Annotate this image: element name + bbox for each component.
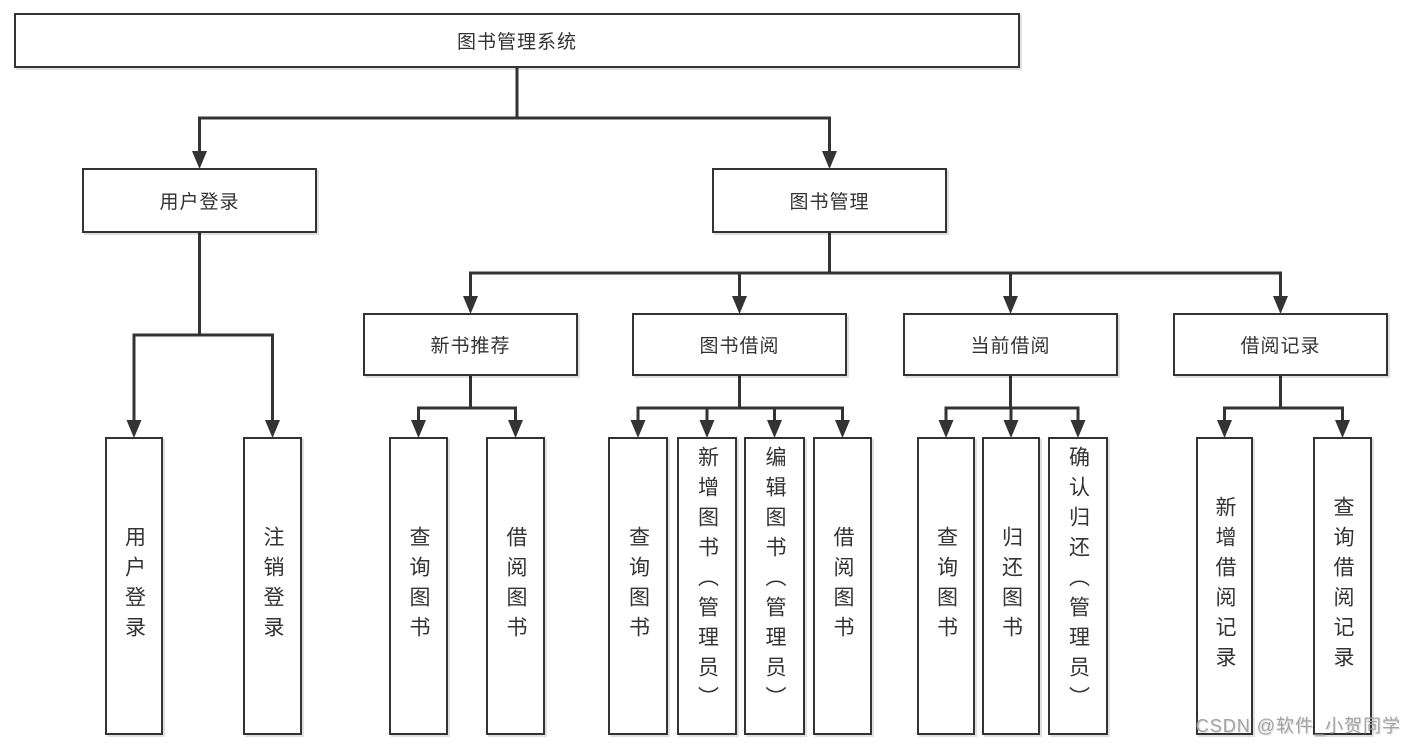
node-label-leaf-query-book-1: 查询图书 — [407, 526, 430, 646]
node-leaf-confirm-return: 确认归还（管理员） — [1048, 437, 1108, 735]
node-leaf-user-login: 用户登录 — [105, 437, 163, 735]
node-leaf-logout: 注销登录 — [243, 437, 302, 735]
node-book-borrow: 图书借阅 — [632, 313, 847, 376]
node-label-book-borrow: 图书借阅 — [699, 336, 780, 357]
node-label-leaf-borrow-book-1: 借阅图书 — [504, 526, 527, 646]
node-book-mgmt: 图书管理 — [712, 168, 947, 233]
node-label-leaf-logout: 注销登录 — [261, 526, 284, 646]
arrowhead-icon — [1273, 296, 1288, 314]
node-leaf-edit-book: 编辑图书（管理员） — [744, 437, 805, 735]
arrowhead-icon — [1003, 296, 1018, 314]
node-leaf-borrow-book-2: 借阅图书 — [813, 437, 872, 735]
node-user-login: 用户登录 — [82, 168, 317, 233]
node-label-leaf-query-book-2: 查询图书 — [626, 526, 650, 646]
node-label-leaf-confirm-return: 确认归还（管理员） — [1066, 446, 1090, 716]
arrowhead-icon — [767, 420, 782, 438]
node-root: 图书管理系统 — [14, 13, 1020, 68]
node-leaf-borrow-book-1: 借阅图书 — [486, 437, 545, 735]
arrowhead-icon — [1217, 420, 1232, 438]
arrowhead-icon — [411, 420, 426, 438]
node-leaf-query-book-1: 查询图书 — [389, 437, 448, 735]
node-new-book-rec: 新书推荐 — [363, 313, 578, 376]
node-label-leaf-return-book: 归还图书 — [999, 526, 1023, 646]
node-label-user-login: 用户登录 — [159, 192, 240, 213]
arrowhead-icon — [265, 420, 280, 438]
node-label-new-book-rec: 新书推荐 — [430, 336, 511, 357]
node-leaf-add-book: 新增图书（管理员） — [677, 437, 737, 735]
node-leaf-query-record: 查询借阅记录 — [1313, 437, 1372, 735]
arrowhead-icon — [835, 420, 850, 438]
node-label-leaf-user-login: 用户登录 — [122, 526, 146, 646]
node-leaf-return-book: 归还图书 — [982, 437, 1040, 735]
arrowhead-icon — [126, 420, 142, 438]
node-label-leaf-add-record: 新增借阅记录 — [1213, 496, 1236, 676]
node-label-leaf-edit-book: 编辑图书（管理员） — [763, 446, 786, 716]
node-label-current-borrow: 当前借阅 — [970, 336, 1051, 357]
node-label-leaf-query-record: 查询借阅记录 — [1331, 496, 1354, 676]
node-current-borrow: 当前借阅 — [903, 313, 1118, 376]
arrowhead-icon — [1070, 420, 1086, 438]
node-label-leaf-borrow-book-2: 借阅图书 — [831, 526, 854, 646]
node-label-leaf-query-book-3: 查询图书 — [934, 526, 958, 646]
node-label-book-mgmt: 图书管理 — [789, 192, 870, 213]
arrowhead-icon — [630, 420, 646, 438]
arrowhead-icon — [822, 151, 837, 169]
watermark: CSDN @软件_小贺同学 — [1195, 716, 1401, 736]
arrowhead-icon — [732, 296, 747, 314]
arrowhead-icon — [699, 420, 715, 438]
arrowhead-icon — [1335, 420, 1350, 438]
node-label-borrow-records: 借阅记录 — [1240, 336, 1321, 357]
node-leaf-query-book-2: 查询图书 — [608, 437, 668, 735]
node-leaf-add-record: 新增借阅记录 — [1196, 437, 1253, 735]
arrowhead-icon — [192, 151, 207, 169]
arrowhead-icon — [463, 296, 478, 314]
node-label-leaf-add-book: 新增图书（管理员） — [695, 446, 719, 716]
arrowhead-icon — [508, 420, 523, 438]
node-borrow-records: 借阅记录 — [1173, 313, 1388, 376]
node-label-root: 图书管理系统 — [456, 32, 577, 53]
node-leaf-query-book-3: 查询图书 — [917, 437, 975, 735]
arrowhead-icon — [1003, 420, 1019, 438]
arrowhead-icon — [938, 420, 954, 438]
